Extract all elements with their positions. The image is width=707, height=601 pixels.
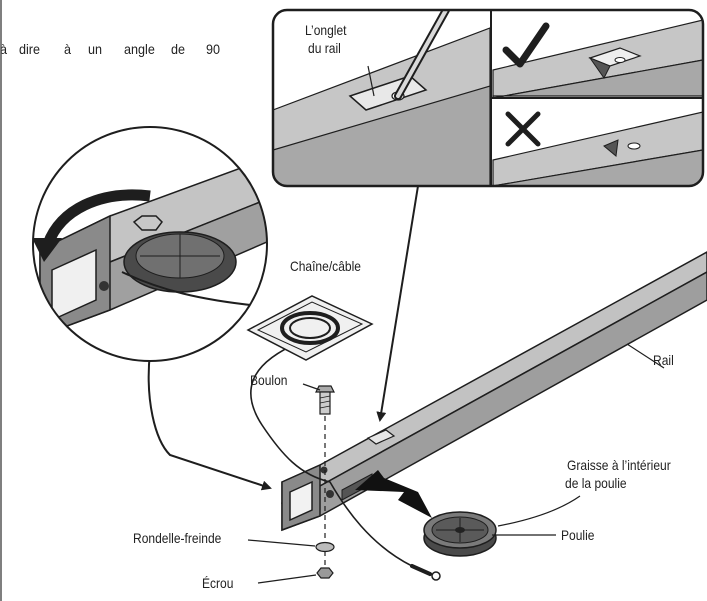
cable-end-eye bbox=[431, 571, 441, 581]
bolt bbox=[315, 385, 335, 415]
detail-magnifier bbox=[32, 126, 268, 362]
rail-side-hole bbox=[326, 490, 334, 498]
word-2: dire bbox=[19, 41, 41, 57]
bolt-label: Boulon bbox=[250, 372, 288, 388]
rail-tab bbox=[366, 429, 396, 445]
pulley-label: Poulie bbox=[561, 527, 595, 543]
word-6: de bbox=[171, 41, 186, 57]
cross-mark-icon bbox=[505, 111, 541, 147]
rail bbox=[281, 251, 707, 532]
washer-leader bbox=[247, 539, 316, 547]
detail-pointer-arrow bbox=[147, 351, 272, 491]
pulley bbox=[423, 511, 497, 557]
chain-package bbox=[246, 295, 374, 361]
tab-pointer-arrow bbox=[376, 185, 419, 422]
grease-label-line1: Graisse à l’intérieur bbox=[567, 457, 671, 473]
word-1: à bbox=[0, 41, 8, 57]
nut bbox=[316, 567, 334, 579]
rail-top-hole bbox=[320, 466, 328, 474]
nut-label: Écrou bbox=[202, 575, 234, 591]
nut-leader bbox=[257, 574, 317, 584]
bolt-leader bbox=[302, 383, 321, 391]
rail-leader bbox=[626, 343, 665, 369]
rail-label: Rail bbox=[653, 352, 674, 368]
chain-label: Chaîne/câble bbox=[290, 258, 361, 274]
grease-leader bbox=[497, 495, 581, 527]
word-4: un bbox=[88, 41, 103, 57]
grease-label-line2: de la poulie bbox=[565, 475, 627, 491]
word-3: à bbox=[64, 41, 72, 57]
chain-cable-line bbox=[250, 341, 413, 567]
lock-washer bbox=[315, 541, 335, 553]
curved-arrow-icon bbox=[42, 189, 151, 247]
lock-washer-label: Rondelle-freinde bbox=[133, 530, 222, 546]
cable-end-fitting bbox=[410, 564, 432, 576]
insert-arrow bbox=[355, 470, 432, 518]
word-5: angle bbox=[124, 41, 155, 57]
tab-label-line1: L’onglet bbox=[305, 22, 347, 38]
tab-detail-inset bbox=[271, 8, 705, 188]
tab-label-line2: du rail bbox=[308, 40, 341, 56]
rail-end-opening bbox=[289, 480, 313, 522]
check-mark-icon bbox=[502, 22, 550, 68]
word-7: 90 bbox=[206, 41, 221, 57]
